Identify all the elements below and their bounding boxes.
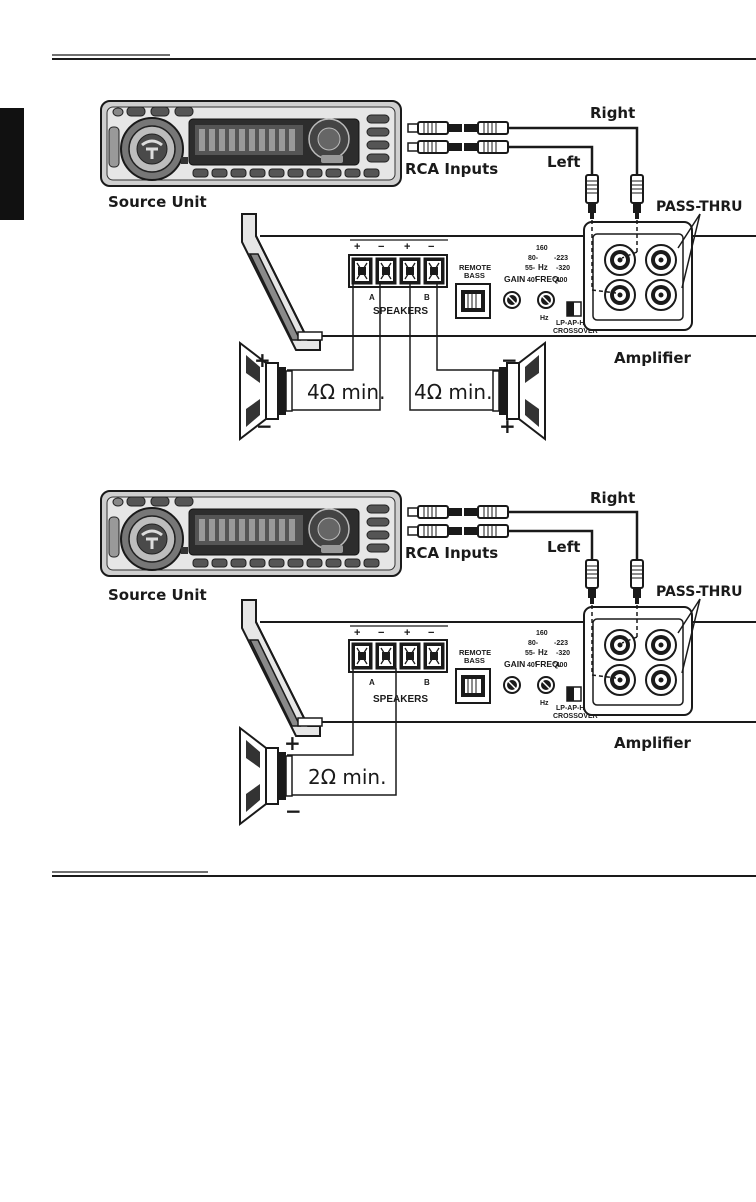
rca-cable-right (407, 505, 509, 519)
svg-text:55-: 55- (525, 265, 536, 272)
svg-text:Hz: Hz (540, 315, 549, 322)
speaker-right-plus: + (499, 414, 516, 438)
pass-thru-label: PASS-THRU (656, 199, 743, 215)
svg-text:-320: -320 (556, 265, 570, 272)
svg-text:−: − (428, 627, 434, 639)
svg-text:40': 40' (527, 277, 537, 284)
wire-right (508, 126, 639, 175)
svg-text:-223: -223 (554, 255, 568, 262)
crossover-label-2: CROSSOVER (553, 328, 598, 335)
right-label: Right (590, 104, 635, 122)
channel-b-label: B (424, 293, 430, 302)
svg-text:GAIN: GAIN (504, 659, 525, 669)
svg-text:160: 160 (536, 245, 548, 252)
pass-thru-box (583, 221, 693, 331)
rca-plug-left (585, 174, 599, 220)
crossover-label-1: LP-AP-HP (556, 320, 589, 327)
side-tab-marker (0, 108, 24, 220)
svg-text:-320: -320 (556, 650, 570, 657)
source-unit-graphic (99, 489, 403, 578)
svg-text:160: 160 (536, 630, 548, 637)
svg-text:80-: 80- (528, 255, 539, 262)
freq-label: FREQ. (535, 274, 561, 284)
speaker-impedance: 2Ω min. (308, 765, 386, 789)
terminal-sign-1: + (354, 241, 360, 253)
rca-plug-right (630, 174, 644, 220)
svg-text:+: + (354, 627, 360, 639)
gain-label: GAIN (504, 274, 525, 284)
pass-thru-box (583, 606, 693, 716)
svg-text:CROSSOVER: CROSSOVER (553, 713, 598, 720)
speaker-left-minus: − (256, 414, 273, 438)
channel-a-label: A (369, 293, 375, 302)
diagram-top: Source Unit Right Left RCA Inputs + − + … (99, 99, 756, 440)
speakers-label: SPEAKERS (373, 694, 428, 705)
svg-text:-223: -223 (554, 640, 568, 647)
source-unit-label: Source Unit (108, 193, 207, 211)
speaker-minus: − (285, 799, 302, 823)
speaker-right-minus: − (501, 348, 518, 372)
left-label: Left (547, 538, 580, 556)
source-unit-graphic (99, 99, 403, 188)
rca-inputs-label: RCA Inputs (405, 160, 498, 178)
svg-text:FREQ.: FREQ. (535, 659, 561, 669)
amp-bracket (241, 213, 323, 351)
wire-left (508, 145, 594, 175)
amp-bracket (241, 599, 323, 737)
svg-text:80-: 80- (528, 640, 539, 647)
svg-text:'400: '400 (554, 277, 567, 284)
svg-text:B: B (424, 678, 430, 687)
svg-text:55-: 55- (525, 650, 536, 657)
right-label: Right (590, 489, 635, 507)
svg-text:'400: '400 (554, 662, 567, 669)
svg-text:BASS: BASS (464, 656, 485, 665)
amplifier-label: Amplifier (614, 349, 692, 367)
svg-text:Hz: Hz (538, 263, 548, 272)
speaker-right-impedance: 4Ω min. (414, 380, 492, 404)
speaker-left-plus: + (254, 348, 271, 372)
rca-cable-right (407, 121, 509, 135)
rca-inputs-label: RCA Inputs (405, 544, 498, 562)
rca-cable-left (407, 524, 509, 538)
speaker-plus: + (284, 731, 301, 755)
svg-text:Hz: Hz (540, 700, 549, 707)
svg-text:LP-AP-HP: LP-AP-HP (556, 705, 589, 712)
svg-text:−: − (378, 627, 384, 639)
source-unit-label: Source Unit (108, 586, 207, 604)
svg-text:A: A (369, 678, 375, 687)
svg-text:Hz: Hz (538, 648, 548, 657)
terminal-sign-3: + (404, 241, 410, 253)
diagram-bottom: Source Unit Right Left RCA Inputs + − + … (99, 489, 756, 825)
pass-thru-label: PASS-THRU (656, 584, 743, 600)
bass-label: BASS (464, 271, 485, 280)
svg-text:40': 40' (527, 662, 537, 669)
speakers-label: SPEAKERS (373, 306, 428, 317)
svg-text:REMOTE: REMOTE (459, 648, 491, 657)
speaker-left-impedance: 4Ω min. (307, 380, 385, 404)
terminal-sign-2: − (378, 241, 384, 253)
remote-label: REMOTE (459, 263, 491, 272)
amplifier-label: Amplifier (614, 734, 692, 752)
rca-cable-left (407, 140, 509, 154)
terminal-sign-4: − (428, 241, 434, 253)
left-label: Left (547, 153, 580, 171)
svg-text:+: + (404, 627, 410, 639)
